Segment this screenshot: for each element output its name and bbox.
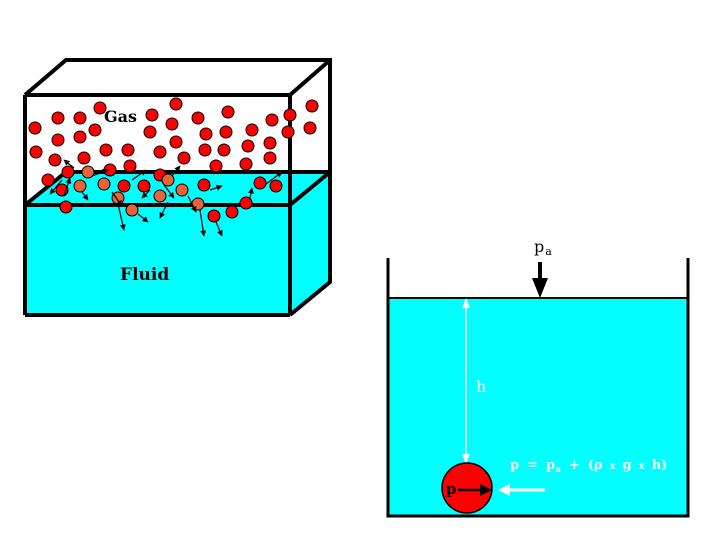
gas-molecule	[121, 143, 135, 157]
gas-molecules	[28, 97, 319, 173]
fluid-molecule	[81, 165, 95, 179]
gas-molecule	[73, 130, 87, 144]
gas-molecule	[41, 173, 55, 187]
gas-molecule	[191, 111, 205, 125]
gas-molecule	[59, 200, 73, 214]
ball-arrowhead	[480, 484, 492, 496]
gas-molecule	[305, 99, 319, 113]
gas-molecule	[137, 179, 151, 193]
gas-molecule	[281, 125, 295, 139]
gas-molecule	[117, 179, 131, 193]
gas-molecule	[207, 209, 221, 223]
side-pressure-arrowhead	[498, 484, 510, 496]
gas-molecule	[198, 143, 212, 157]
gas-molecule	[51, 111, 65, 125]
fluid-front-face	[25, 205, 290, 315]
gas-molecule	[283, 108, 297, 122]
fluid-molecule	[175, 183, 189, 197]
fluid-molecule	[161, 173, 175, 187]
gas-molecule	[93, 101, 107, 115]
fluid-molecule	[153, 189, 167, 203]
surface-pressure-arrowhead	[532, 278, 548, 298]
gas-molecule	[99, 143, 113, 157]
gas-molecule	[73, 111, 87, 125]
gas-molecule	[28, 121, 42, 135]
gas-molecule	[169, 97, 183, 111]
gas-molecule	[48, 153, 62, 167]
depth-arrow-top	[462, 298, 470, 308]
gas-molecule	[253, 176, 267, 190]
gas-molecule	[153, 145, 167, 159]
gas-molecule	[143, 125, 157, 139]
gas-molecule	[165, 117, 179, 131]
gas-fluid-box: Gas Fluid	[23, 58, 332, 317]
point-pressure-label: p	[446, 480, 457, 498]
gas-molecule	[225, 205, 239, 219]
gas-molecule	[199, 127, 213, 141]
gas-molecule	[245, 123, 259, 137]
fluid-label: Fluid	[120, 265, 169, 285]
motion-arrows	[49, 159, 283, 237]
gas-molecule	[303, 121, 317, 135]
gas-molecule	[239, 196, 253, 210]
gas-molecule	[197, 178, 211, 192]
gas-molecule	[29, 145, 43, 159]
depth-label: h	[476, 377, 486, 396]
gas-molecule	[265, 113, 279, 127]
gas-molecule	[169, 135, 183, 149]
gas-molecule	[269, 179, 283, 193]
gas-molecule	[263, 151, 277, 165]
depth-arrow-bottom	[462, 454, 470, 464]
gas-molecule	[217, 143, 231, 157]
pressure-point-ball	[441, 462, 493, 514]
gas-molecule	[51, 133, 65, 147]
gas-molecule	[61, 165, 75, 179]
tank-walls	[386, 258, 690, 518]
fluid-side-face	[290, 172, 330, 315]
gas-molecule	[209, 159, 223, 173]
surface-pressure-subscript: a	[545, 245, 552, 258]
gas-molecule	[77, 151, 91, 165]
tank-fluid	[388, 298, 688, 516]
gas-molecule	[241, 139, 255, 153]
gas-molecule	[123, 159, 137, 173]
fluid-molecule	[125, 203, 139, 217]
interface-molecules	[41, 163, 283, 223]
gas-molecule	[239, 157, 253, 171]
gas-molecule	[88, 123, 102, 137]
gas-molecule	[219, 125, 233, 139]
gas-molecule	[263, 136, 277, 150]
gas-molecule	[221, 105, 235, 119]
gas-molecule	[145, 108, 159, 122]
gas-label: Gas	[104, 107, 137, 126]
surface-pressure-label: pa	[534, 237, 552, 258]
fluid-molecule	[73, 179, 87, 193]
gas-molecule	[103, 163, 117, 177]
fluid-molecule	[97, 177, 111, 191]
gas-molecule	[177, 151, 191, 165]
